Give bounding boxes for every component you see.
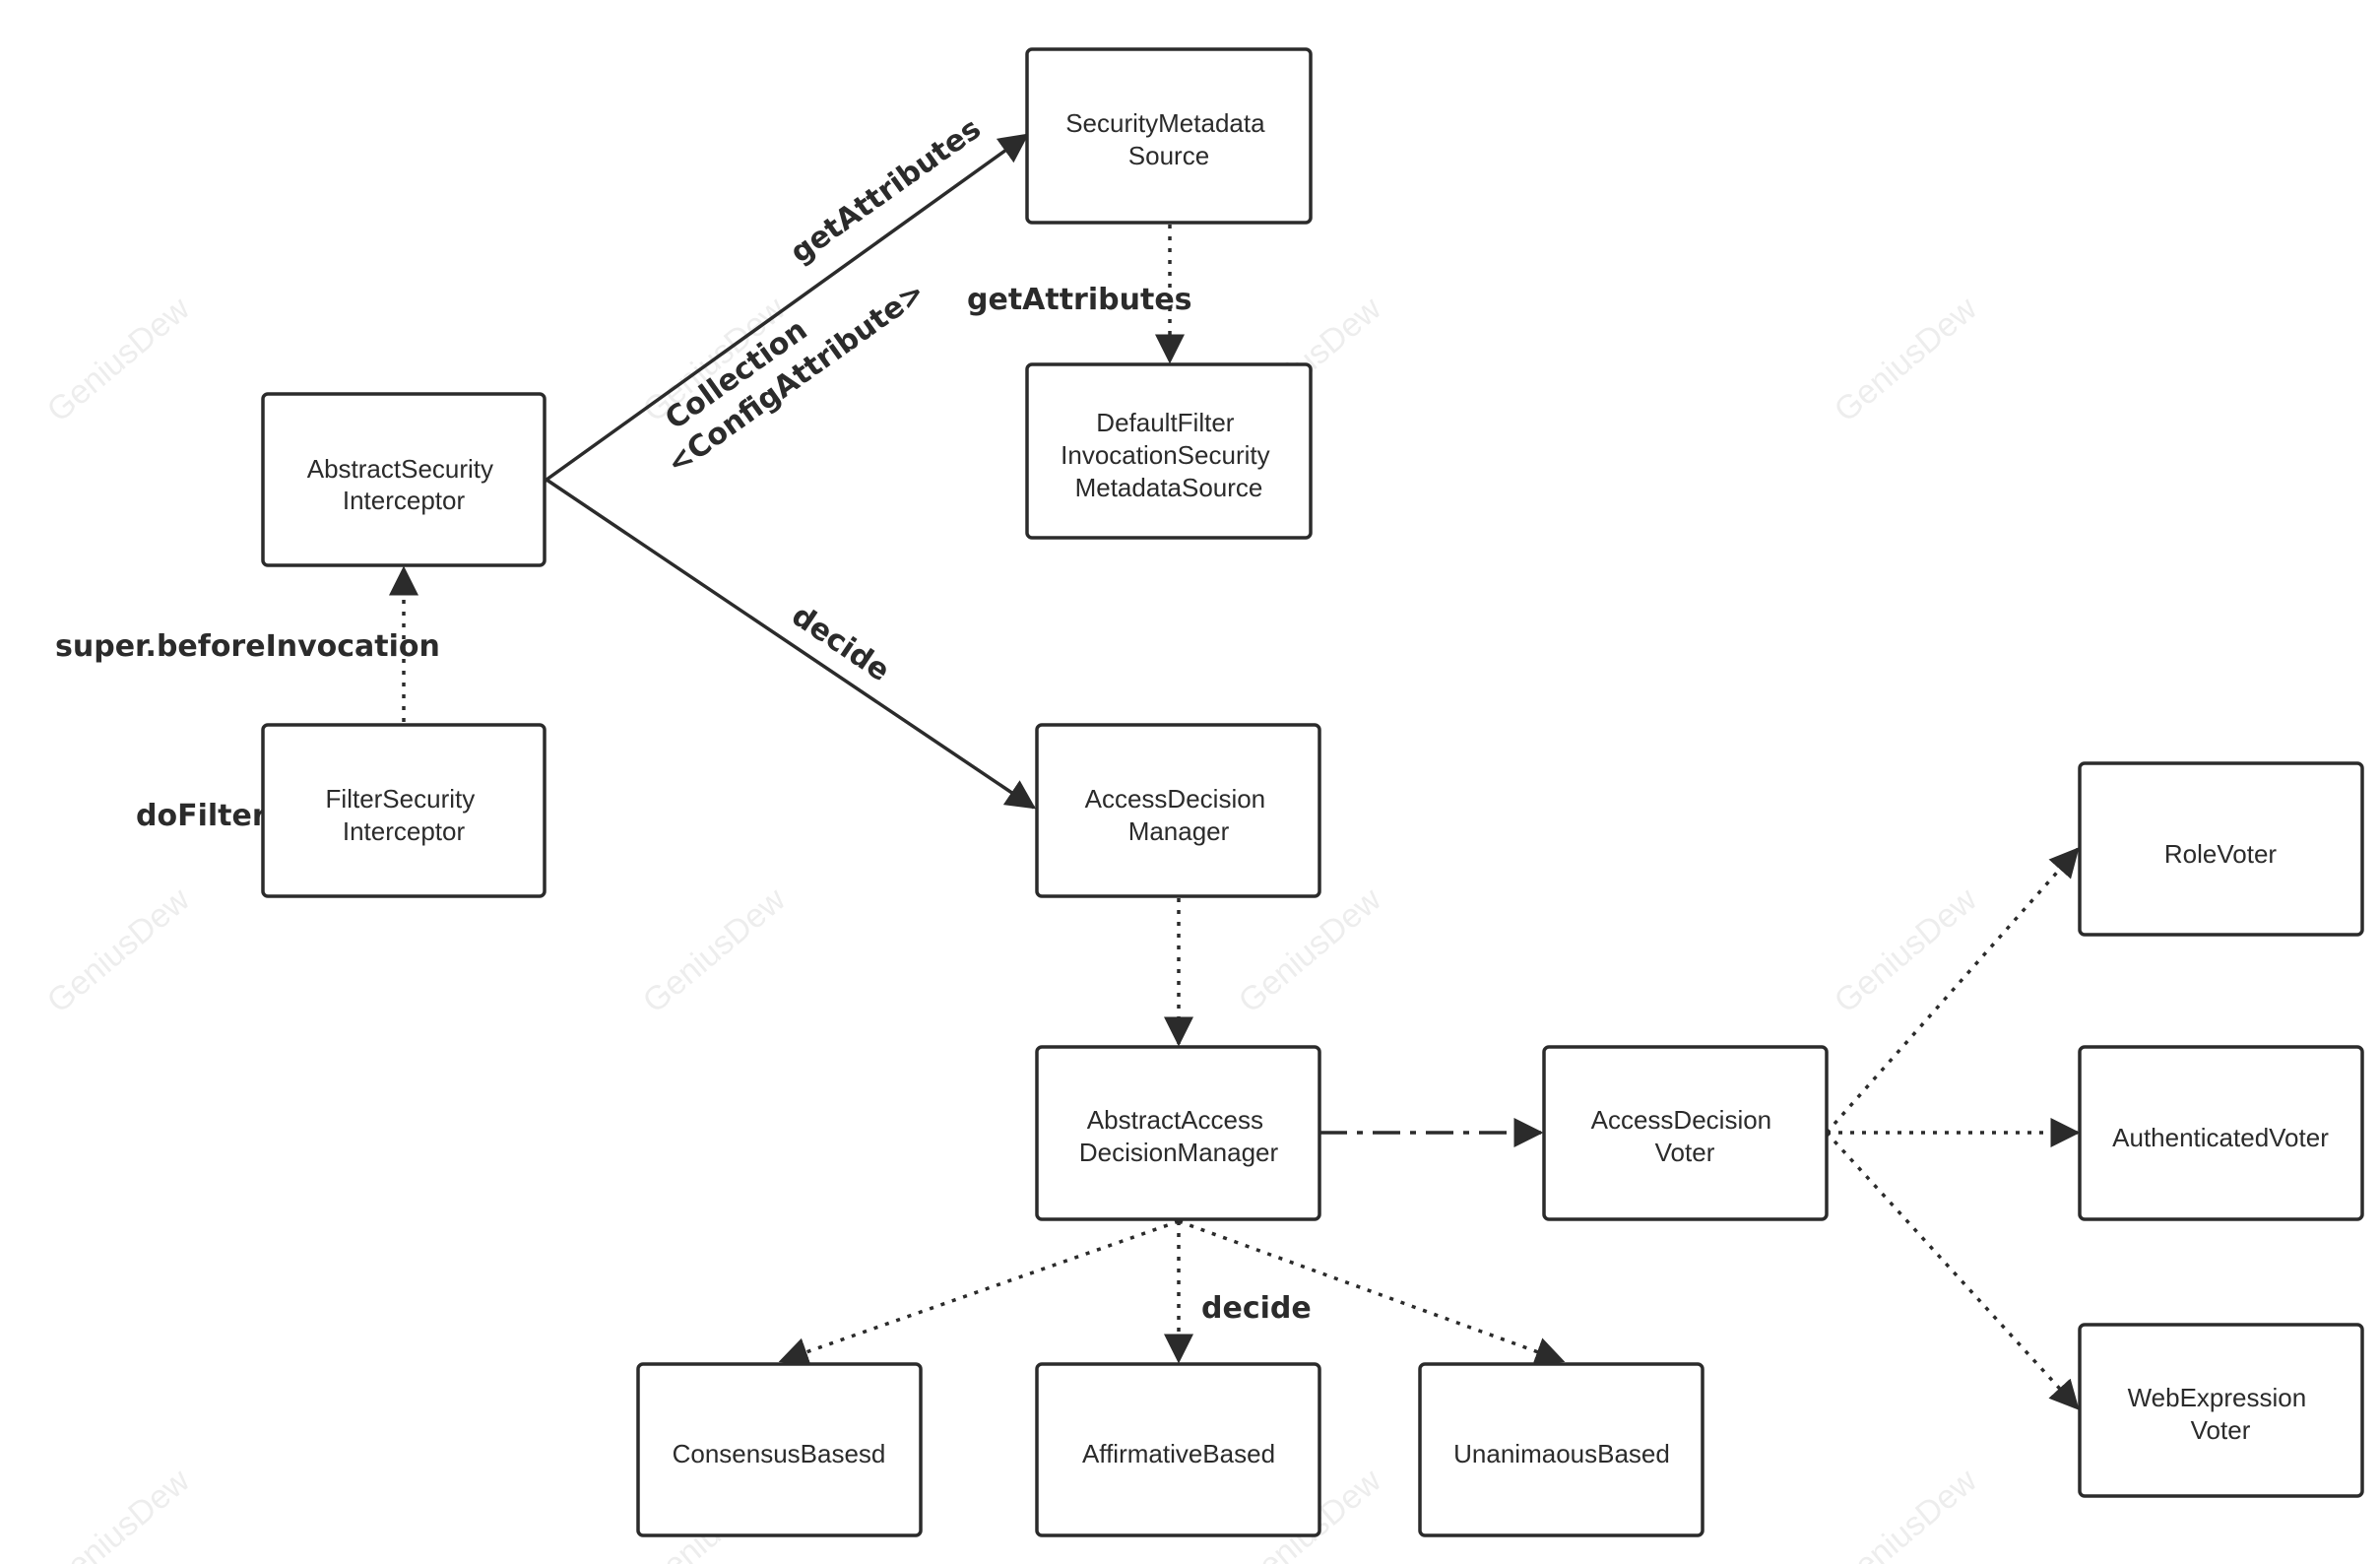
node-role-voter[interactable]: RoleVoter — [2078, 761, 2364, 937]
label-super-before-invocation: super.beforeInvocation — [55, 629, 440, 664]
edges — [389, 133, 2081, 1410]
nodes: SecurityMetadata Source DefaultFilter In… — [261, 47, 2364, 1537]
label-get-attributes-vertical: getAttributes — [967, 283, 1192, 317]
node-label: SecurityMetadata Source — [1065, 108, 1272, 170]
node-label: UnanimaousBased — [1453, 1439, 1670, 1468]
edge-to-web-expression-voter — [1825, 1131, 2080, 1410]
edge-to-unanimous — [1178, 1219, 1566, 1366]
edge-to-consensus — [778, 1219, 1180, 1367]
node-affirmative-based[interactable]: AffirmativeBased — [1035, 1362, 1321, 1537]
label-get-attributes-diagonal: getAttributes — [784, 111, 987, 270]
node-access-decision-voter[interactable]: AccessDecision Voter — [1542, 1045, 1829, 1221]
node-label: RoleVoter — [2164, 839, 2278, 869]
node-authenticated-voter[interactable]: AuthenticatedVoter — [2078, 1045, 2364, 1221]
node-label: AuthenticatedVoter — [2112, 1123, 2329, 1152]
node-label: AbstractSecurity Interceptor — [307, 454, 501, 515]
node-label: FilterSecurity Interceptor — [326, 784, 482, 846]
node-abstract-access-decision-manager[interactable]: AbstractAccess DecisionManager — [1035, 1045, 1321, 1221]
node-label: DefaultFilter InvocationSecurity Metadat… — [1061, 408, 1277, 502]
watermark: GeniusDew — [1828, 1462, 1984, 1564]
edge-get-attributes — [515, 133, 1030, 508]
label-do-filter: doFilter — [136, 799, 267, 833]
node-security-metadata-source[interactable]: SecurityMetadata Source — [1025, 47, 1313, 225]
node-abstract-security-interceptor[interactable]: AbstractSecurity Interceptor — [261, 392, 547, 567]
node-consensus-based[interactable]: ConsensusBasesd — [636, 1362, 923, 1537]
node-web-expression-voter[interactable]: WebExpression Voter — [2078, 1323, 2364, 1498]
node-access-decision-manager[interactable]: AccessDecision Manager — [1035, 723, 1321, 898]
edge-to-role-voter — [1825, 847, 2080, 1135]
node-label: AccessDecision Voter — [1591, 1105, 1779, 1167]
edge-decide — [546, 478, 1037, 810]
watermark: GeniusDew — [40, 880, 197, 1020]
watermark: GeniusDew — [1232, 880, 1388, 1020]
node-filter-security-interceptor[interactable]: FilterSecurity Interceptor — [261, 723, 547, 898]
node-label: AffirmativeBased — [1082, 1439, 1275, 1468]
watermark: GeniusDew — [1828, 880, 1984, 1020]
label-decide-diagonal: decide — [786, 599, 896, 688]
node-default-filter-invocation-security-metadata-source[interactable]: DefaultFilter InvocationSecurity Metadat… — [1025, 362, 1313, 540]
node-label: AbstractAccess DecisionManager — [1079, 1105, 1279, 1167]
watermark: GeniusDew — [40, 290, 197, 429]
node-label: AccessDecision Manager — [1085, 784, 1273, 846]
watermark: GeniusDew — [636, 880, 793, 1020]
node-unanimous-based[interactable]: UnanimaousBased — [1418, 1362, 1705, 1537]
watermark: GeniusDew — [1828, 290, 1984, 429]
node-label: ConsensusBasesd — [673, 1439, 886, 1468]
watermark: GeniusDew — [40, 1462, 197, 1564]
node-label: WebExpression Voter — [2128, 1383, 2314, 1445]
label-decide-bottom: decide — [1201, 1291, 1312, 1326]
